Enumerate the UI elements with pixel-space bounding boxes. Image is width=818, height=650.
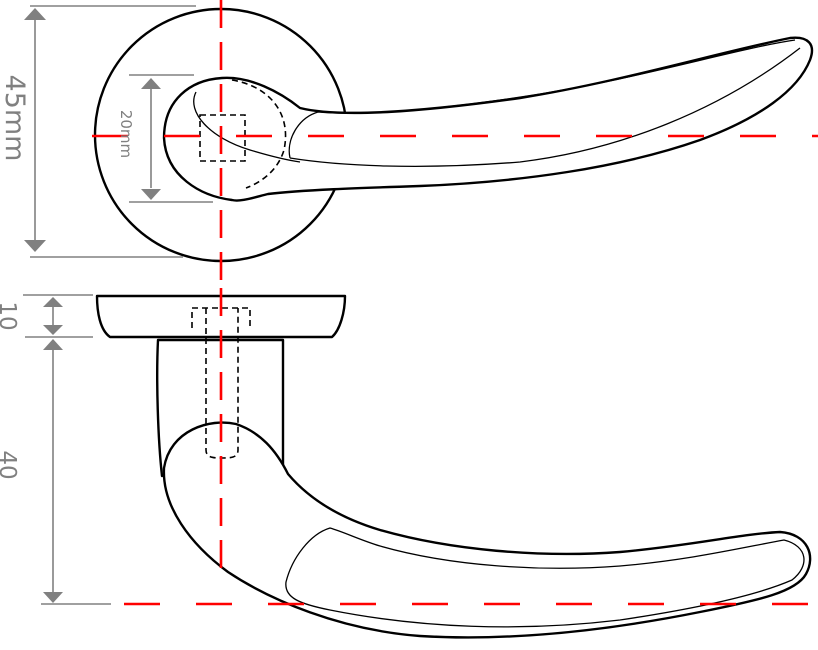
dimension-45mm: 45mm <box>0 5 196 258</box>
dimension-40: 40 <box>0 339 111 605</box>
dimension-10: 10 <box>0 294 93 338</box>
lever-grip-edge <box>288 39 796 159</box>
dimension-label-40: 40 <box>0 450 20 479</box>
lever-side-outline <box>162 421 812 639</box>
rose-side-outline <box>95 294 347 339</box>
dimension-20mm: 20mm <box>117 74 213 203</box>
hidden-boss-outline <box>231 79 287 189</box>
dimension-label-45mm: 45mm <box>0 75 30 162</box>
front-view <box>92 0 818 285</box>
lever-side-grip-edge <box>285 527 805 628</box>
side-view <box>95 288 818 639</box>
lever-neck-curve <box>193 91 301 163</box>
lever-neck-outline <box>156 338 285 478</box>
hidden-spindle-square <box>199 114 246 162</box>
dimension-label-10: 10 <box>0 301 20 330</box>
dimension-label-20mm: 20mm <box>117 110 135 158</box>
lever-grip-edge-lower <box>289 47 801 168</box>
